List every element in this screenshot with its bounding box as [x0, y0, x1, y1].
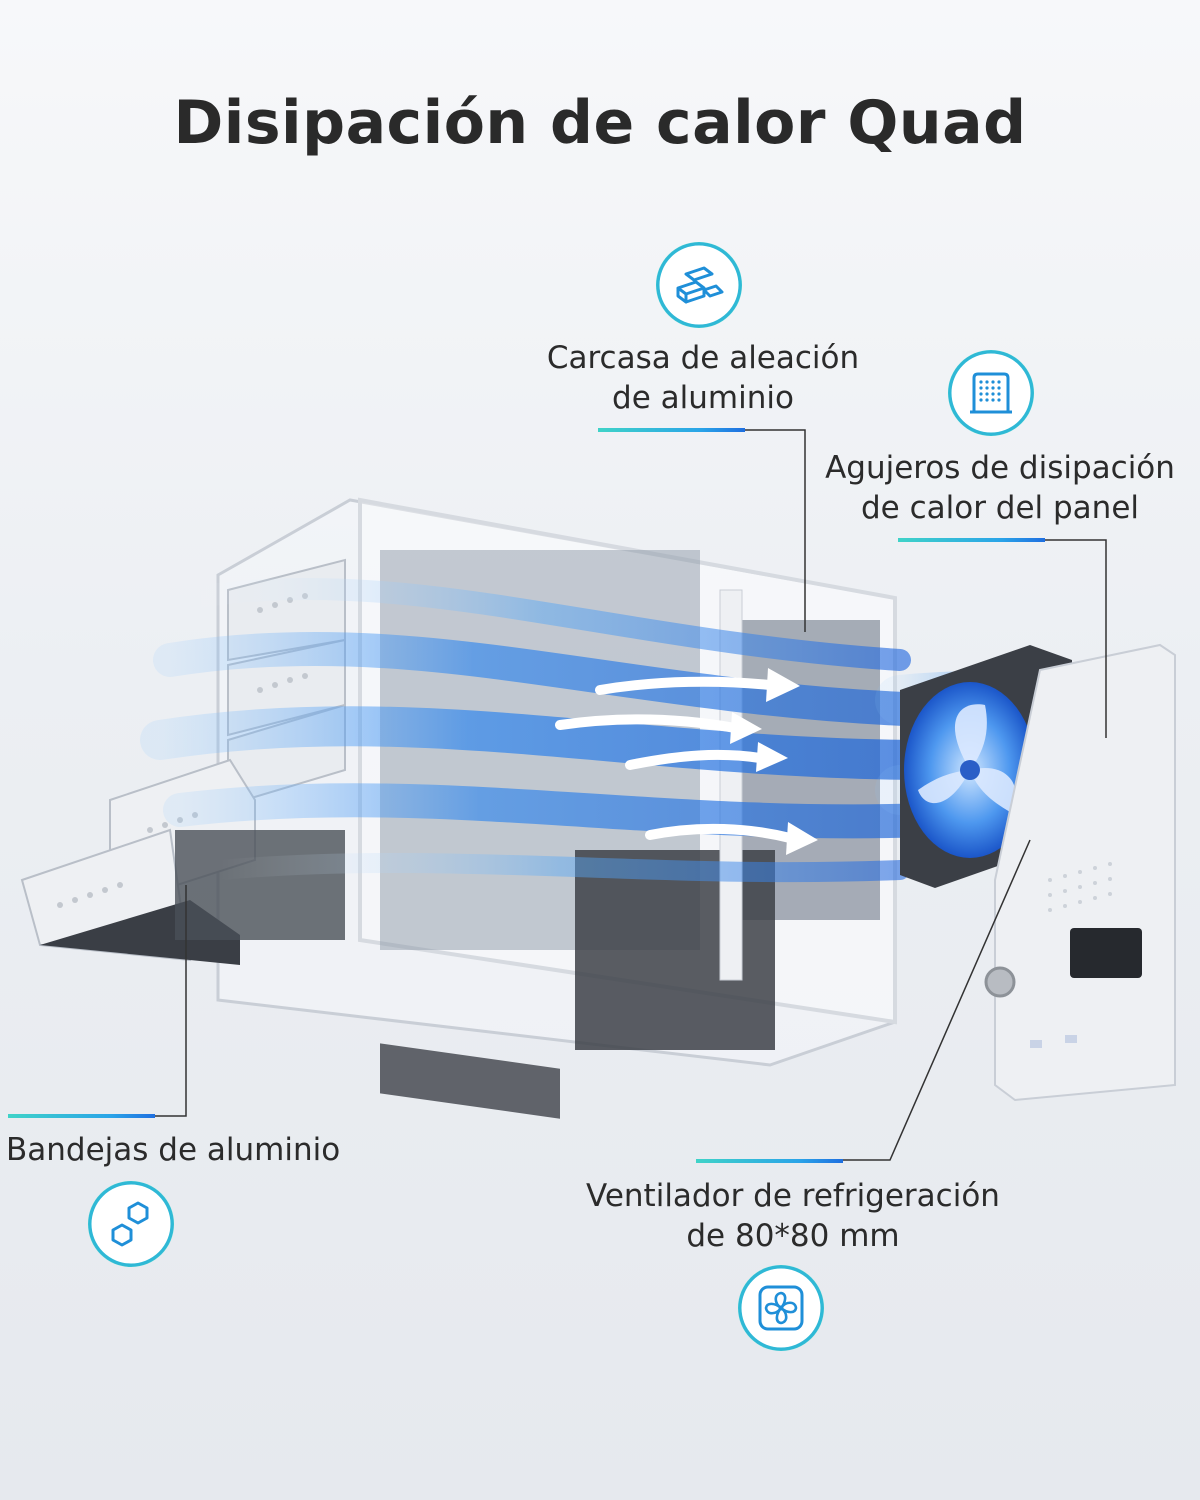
fan-accent-line	[696, 1159, 843, 1163]
housing-label-line2: de aluminio	[612, 380, 794, 416]
panel-label-line2: de calor del panel	[860, 490, 1140, 526]
panel-label-line1: Agujeros de disipación	[825, 450, 1175, 486]
housing-label: Carcasa de aleación de aluminio	[503, 338, 903, 418]
fan-icon	[738, 1265, 824, 1351]
aluminum-trays	[20, 558, 346, 965]
trays-accent-line	[8, 1114, 155, 1118]
metal-bars-icon	[656, 242, 742, 328]
trays-label: Bandejas de aluminio	[6, 1130, 406, 1170]
housing-accent-line	[598, 428, 745, 432]
fan-label-line2: de 80*80 mm	[686, 1218, 900, 1254]
housing-label-line1: Carcasa de aleación	[546, 340, 860, 376]
leader-lines	[155, 429, 1107, 1161]
panel-accent-line	[898, 538, 1045, 542]
fan-label: Ventilador de refrigeración de 80*80 mm	[493, 1176, 1093, 1256]
panel-label: Agujeros de disipación de calor del pane…	[800, 448, 1200, 528]
vent-holes-icon	[948, 350, 1034, 436]
trays-label-line1: Bandejas de aluminio	[6, 1132, 341, 1168]
rear-panel	[984, 643, 1176, 1102]
page-title: Disipación de calor Quad	[173, 88, 1027, 158]
fan-label-line1: Ventilador de refrigeración	[586, 1178, 1000, 1214]
hexagons-icon	[88, 1181, 174, 1267]
